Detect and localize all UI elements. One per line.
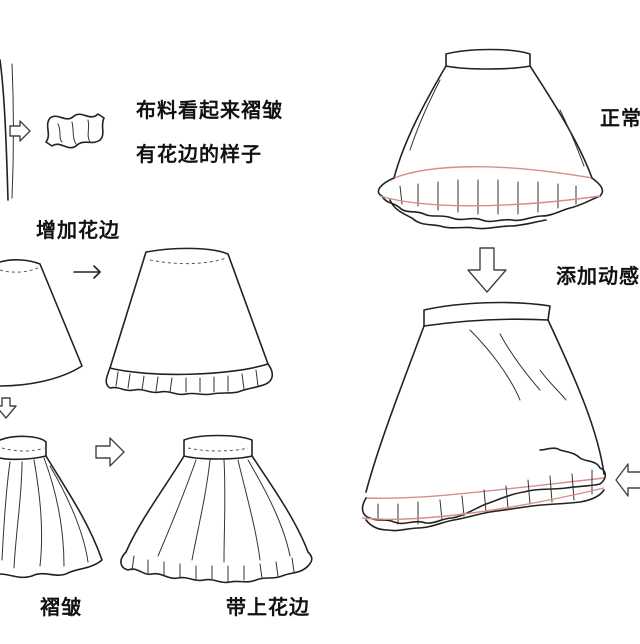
label-fabric-gathered: 布料看起来褶皱 (136, 98, 283, 122)
label-add-lace: 增加花边 (36, 218, 120, 242)
label-add-motion: 添加动感 (556, 264, 640, 288)
left-arrow-icon (615, 463, 640, 497)
normal-ruffle-skirt (377, 48, 604, 230)
gathered-laced-skirt (120, 434, 313, 584)
right-arrow-icon (73, 265, 101, 279)
down-arrow-icon (467, 247, 507, 293)
label-with-lace: 带上花边 (226, 595, 310, 619)
motion-ruffle-skirt (361, 301, 607, 532)
gathered-skirt (0, 435, 103, 579)
label-gathers: 褶皱 (40, 595, 82, 619)
right-arrow-icon (9, 120, 31, 142)
ruffle-swatch (45, 113, 105, 149)
down-arrow-icon (0, 397, 17, 419)
right-arrow-icon (95, 437, 125, 467)
label-normal: 正常 (600, 106, 640, 130)
laced-skirt (105, 247, 274, 396)
plain-skirt-left (0, 259, 83, 387)
label-lace-look: 有花边的样子 (136, 142, 262, 166)
